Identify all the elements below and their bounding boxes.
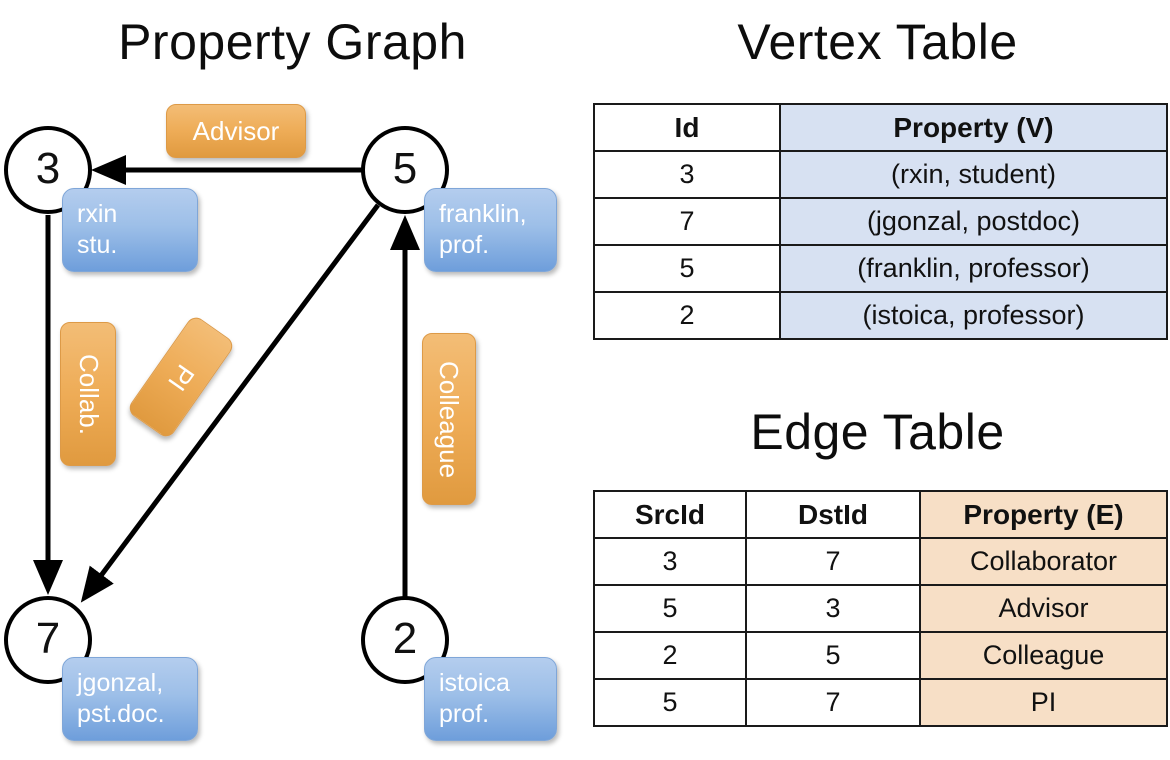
edge-row-0-src: 3 [593,537,747,586]
edge-table: SrcId DstId Property (E) 3 7 Collaborato… [593,490,1168,727]
edge-table-header-row: SrcId DstId Property (E) [593,490,1168,539]
node-property-2-line2: prof. [439,700,490,728]
graph-node-3-label: 3 [35,144,61,193]
edge-row-3-property: PI [919,678,1168,727]
vertex-row-1-property: (jgonzal, postdoc) [779,197,1168,246]
graph-node-7-label: 7 [35,614,61,663]
edge-label-advisor: Advisor [166,104,306,158]
graph-node-5-label: 5 [392,144,418,193]
graph-edge-lines [33,155,420,603]
vertex-row-1-id: 7 [593,197,781,246]
node-property-box-5: franklin, prof. [424,188,557,272]
page-title-vertex-table: Vertex Table [737,14,1018,70]
vertex-row-2-id: 5 [593,244,781,293]
vertex-row-3-property: (istoica, professor) [779,291,1168,340]
edge-row-0-property: Collaborator [919,537,1168,586]
node-property-box-3: rxin stu. [62,188,198,272]
vertex-table-header-id: Id [593,103,781,152]
node-property-5-line2: prof. [439,231,490,259]
edge-table-header-srcid: SrcId [593,490,747,539]
edge-label-pi-text: PI [162,358,201,396]
edge-row-1-property: Advisor [919,584,1168,633]
vertex-row-2-property: (franklin, professor) [779,244,1168,293]
edge-row-1-dst: 3 [745,584,921,633]
edge-row-3-dst: 7 [745,678,921,727]
edge-table-header-property: Property (E) [919,490,1168,539]
graph-node-2[interactable]: 2 [361,596,449,684]
edge-row-2-dst: 5 [745,631,921,680]
table-row[interactable]: 7 (jgonzal, postdoc) [593,197,1168,246]
node-property-7-line2: pst.doc. [77,700,165,728]
vertex-table-header-row: Id Property (V) [593,103,1168,152]
table-row[interactable]: 5 3 Advisor [593,584,1168,633]
edge-table-header-dstid: DstId [745,490,921,539]
node-property-7-line1: jgonzal, [77,669,164,697]
table-row[interactable]: 2 (istoica, professor) [593,291,1168,340]
vertex-table-header-property: Property (V) [779,103,1168,152]
edge-row-0-dst: 7 [745,537,921,586]
edge-label-colleague: Colleague [422,333,476,505]
graph-node-2-label: 2 [392,614,418,663]
edge-label-colleague-text: Colleague [434,360,465,478]
edge-label-advisor-text: Advisor [192,115,280,146]
edge-label-collab: Collab. [60,322,116,466]
node-property-3-line1: rxin [77,200,118,228]
edge-row-2-property: Colleague [919,631,1168,680]
node-property-3-line2: stu. [77,231,118,259]
edge-row-1-src: 5 [593,584,747,633]
vertex-row-0-property: (rxin, student) [779,150,1168,199]
node-property-5-line1: franklin, [439,200,527,228]
page-title-property-graph: Property Graph [118,14,467,70]
table-row[interactable]: 5 (franklin, professor) [593,244,1168,293]
graph-node-5[interactable]: 5 [361,126,449,214]
table-row[interactable]: 2 5 Colleague [593,631,1168,680]
table-row[interactable]: 3 7 Collaborator [593,537,1168,586]
node-property-box-2: istoica prof. [424,657,557,741]
edge-label-collab-text: Collab. [73,353,104,435]
edge-row-3-src: 5 [593,678,747,727]
property-graph-canvas: Advisor Collab. PI Colleague 3 5 7 2 rxi… [4,104,557,741]
table-row[interactable]: 5 7 PI [593,678,1168,727]
vertex-row-0-id: 3 [593,150,781,199]
node-property-box-7: jgonzal, pst.doc. [62,657,198,741]
edge-row-2-src: 2 [593,631,747,680]
vertex-table: Id Property (V) 3 (rxin, student) 7 (jgo… [593,103,1168,340]
table-row[interactable]: 3 (rxin, student) [593,150,1168,199]
page-title-edge-table: Edge Table [750,404,1005,460]
vertex-row-3-id: 2 [593,291,781,340]
node-property-2-line1: istoica [439,669,510,697]
edge-line-5-to-7 [80,203,381,603]
